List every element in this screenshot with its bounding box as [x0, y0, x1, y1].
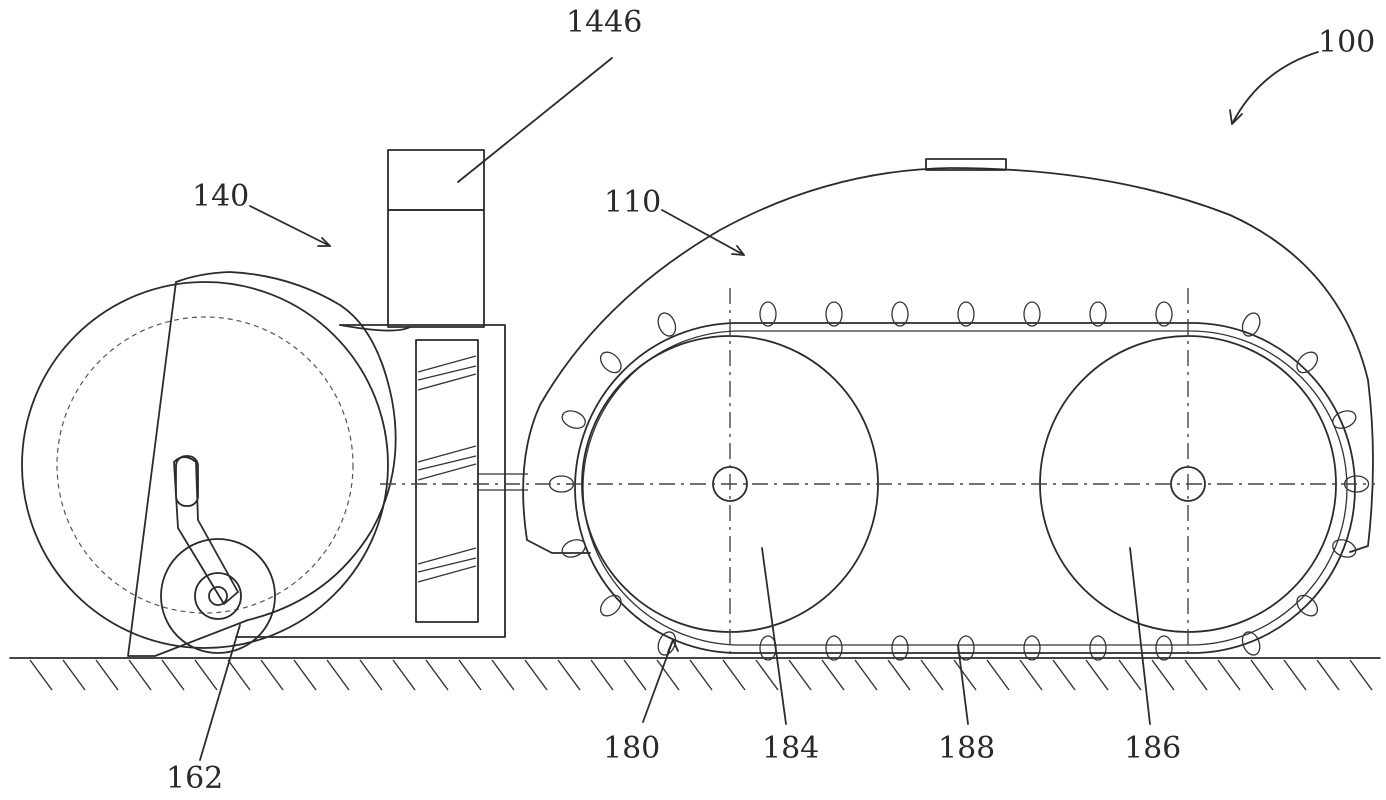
ground-hatch-line [492, 660, 514, 690]
panel-hatch-line [418, 464, 476, 480]
label-front-module: 140 [192, 179, 249, 214]
reference-labels: 100 1446 140 110 162 180 184 188 186 [166, 5, 1375, 796]
ground-hatch-line [195, 660, 217, 690]
panel-hatch-line [418, 446, 476, 462]
ground-hatch-line [63, 660, 85, 690]
ground-hatch-line [558, 660, 580, 690]
ground-hatch-line [129, 660, 151, 690]
track-cleat [597, 591, 625, 619]
track-cleat [892, 636, 908, 660]
label-body: 110 [604, 185, 661, 220]
ground-hatch-line [921, 660, 943, 690]
panel-hatch-line [418, 558, 476, 572]
panel-hatch-line [418, 456, 476, 470]
ground-hatch-line [690, 660, 712, 690]
ground-hatch-line [1119, 660, 1141, 690]
ground-hatch-line [261, 660, 283, 690]
track-cleat [1156, 636, 1172, 660]
ground-hatch-line [1185, 660, 1207, 690]
ground [10, 658, 1380, 690]
ground-hatch-line [1086, 660, 1108, 690]
label-front-wheel: 184 [762, 731, 819, 766]
ground-hatch-line [426, 660, 448, 690]
panel-hatch-line [418, 374, 476, 390]
ground-hatch-line [954, 660, 976, 690]
track [549, 302, 1368, 660]
ground-hatch-line [327, 660, 349, 690]
ground-hatch-line [1350, 660, 1372, 690]
track-cleat [958, 636, 974, 660]
ground-hatch-line [1152, 660, 1174, 690]
track-cleat [826, 636, 842, 660]
panel-hatch-line [418, 566, 476, 582]
label-track: 180 [603, 731, 660, 766]
front-module [22, 150, 528, 656]
ground-hatch-line [1020, 660, 1042, 690]
track-cleat [1090, 636, 1106, 660]
ground-hatch-line [459, 660, 481, 690]
track-cleat [560, 408, 588, 432]
track-cleat [1293, 348, 1321, 376]
label-device: 100 [1318, 25, 1375, 60]
ground-hatch-line [987, 660, 1009, 690]
ground-hatch-line [96, 660, 118, 690]
ground-hatch-line [360, 660, 382, 690]
ground-hatch-line [1053, 660, 1075, 690]
track-cleat [1024, 636, 1040, 660]
panel-hatch-line [418, 548, 476, 564]
ground-hatch-line [855, 660, 877, 690]
ground-hatch-line [822, 660, 844, 690]
track-cleat [655, 310, 679, 338]
ground-hatch-line [30, 660, 52, 690]
ground-hatch-line [624, 660, 646, 690]
ground-hatch-line [1317, 660, 1339, 690]
label-rear-wheel: 186 [1124, 731, 1181, 766]
label-small-wheel: 162 [166, 761, 223, 796]
panel-hatch-line [418, 356, 476, 372]
ground-hatch-line [393, 660, 415, 690]
ground-hatch-line [525, 660, 547, 690]
ground-hatch-line [228, 660, 250, 690]
ground-hatch-line [294, 660, 316, 690]
label-column: 1446 [566, 5, 642, 40]
ground-hatch-line [1284, 660, 1306, 690]
ground-hatch-line [888, 660, 910, 690]
label-track-belt: 188 [938, 731, 995, 766]
ground-hatch-line [723, 660, 745, 690]
track-cleat [1239, 629, 1263, 657]
ground-hatch-line [591, 660, 613, 690]
ground-hatch-line [1251, 660, 1273, 690]
ground-hatch-line [756, 660, 778, 690]
panel-hatch-line [418, 366, 476, 380]
ground-hatch-line [1218, 660, 1240, 690]
ground-hatch-line [789, 660, 811, 690]
ground-hatch-line [162, 660, 184, 690]
